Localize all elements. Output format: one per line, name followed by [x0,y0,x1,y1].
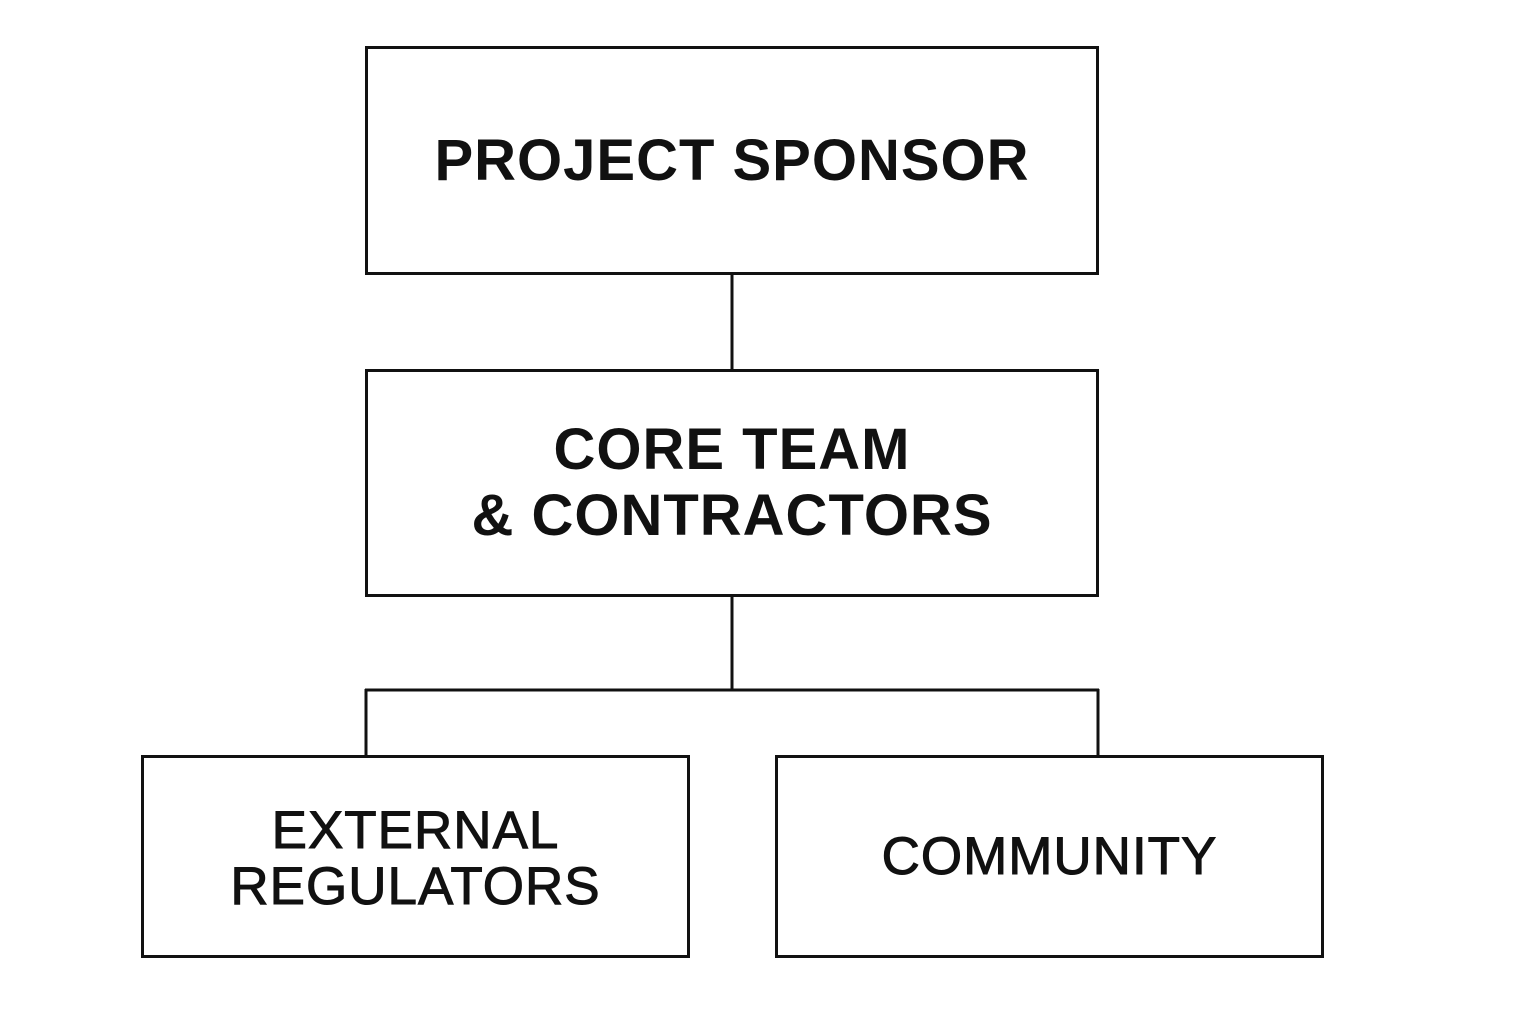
node-label-line: EXTERNAL [271,800,560,860]
node-label-line: COMMUNITY [881,827,1218,887]
node-project-sponsor: PROJECT SPONSOR [365,46,1099,275]
node-label-line: REGULATORS [230,856,601,916]
node-core-team-contractors: CORE TEAM & CONTRACTORS [365,369,1099,597]
node-label-line: PROJECT SPONSOR [434,128,1030,193]
node-external-regulators: EXTERNAL REGULATORS [141,755,690,958]
node-label-line: & CONTRACTORS [471,483,993,548]
node-community: COMMUNITY [775,755,1324,958]
node-label-line: CORE TEAM [553,417,911,482]
